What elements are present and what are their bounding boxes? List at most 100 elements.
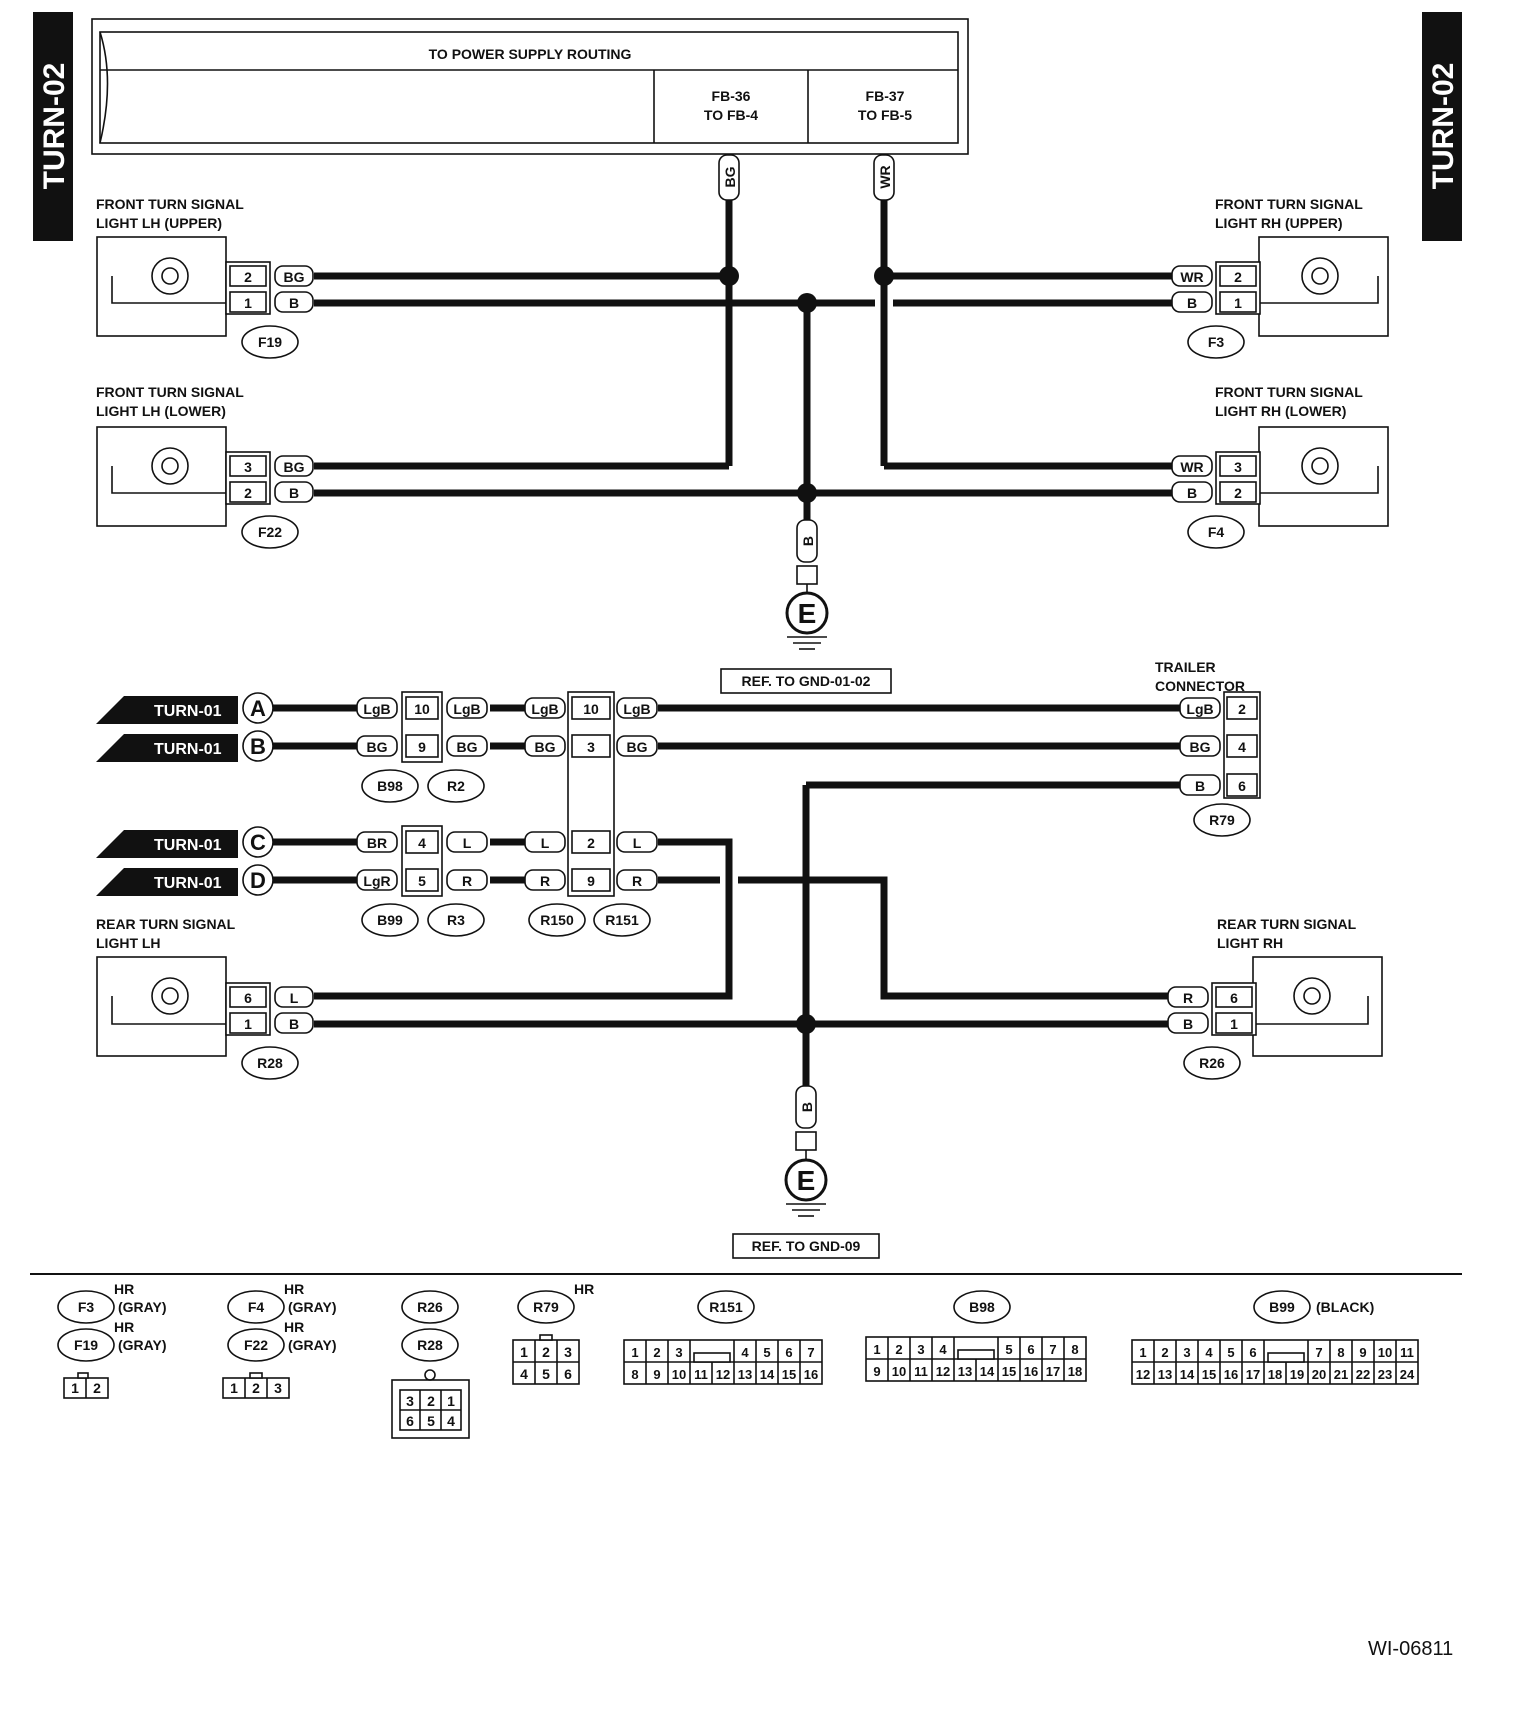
svg-text:1: 1 (244, 1016, 252, 1032)
pin-number: 4 (741, 1345, 749, 1360)
pin-number: 23 (1378, 1367, 1392, 1382)
pin-number: 10 (892, 1364, 906, 1379)
svg-text:FRONT TURN SIGNAL: FRONT TURN SIGNAL (96, 384, 244, 400)
pin-number: 4 (1205, 1345, 1213, 1360)
svg-text:BG: BG (284, 459, 305, 475)
pin-number: 8 (1071, 1342, 1078, 1357)
pin-number: 16 (804, 1367, 818, 1382)
svg-text:B: B (799, 1102, 815, 1112)
pin-number: 13 (958, 1364, 972, 1379)
svg-text:FRONT TURN SIGNAL: FRONT TURN SIGNAL (96, 196, 244, 212)
svg-text:R150: R150 (540, 912, 574, 928)
power-supply-routing-box: TO POWER SUPPLY ROUTING FB-36 TO FB-4 FB… (91, 18, 969, 155)
pin-number: 13 (1158, 1367, 1172, 1382)
rear-ground: B E REF. TO GND-09 (732, 1085, 880, 1259)
side-tab-right: TURN-02 (1422, 12, 1462, 241)
svg-text:3: 3 (406, 1393, 414, 1409)
pin-number: 5 (1227, 1345, 1234, 1360)
svg-text:LIGHT LH: LIGHT LH (96, 935, 161, 951)
svg-text:LIGHT LH (LOWER): LIGHT LH (LOWER) (96, 403, 226, 419)
svg-text:F4: F4 (248, 1299, 265, 1315)
svg-text:BG: BG (457, 739, 478, 755)
pin-number: 10 (672, 1367, 686, 1382)
svg-text:2: 2 (244, 269, 252, 285)
svg-text:5: 5 (427, 1413, 435, 1429)
svg-text:F3: F3 (1208, 334, 1225, 350)
svg-text:HR: HR (574, 1281, 594, 1297)
pin-number: 17 (1246, 1367, 1260, 1382)
svg-text:B: B (800, 536, 816, 546)
svg-text:3: 3 (244, 459, 252, 475)
svg-text:B: B (289, 485, 299, 501)
pin-number: 22 (1356, 1367, 1370, 1382)
svg-text:BG: BG (627, 739, 648, 755)
pin-number: 16 (1024, 1364, 1038, 1379)
svg-text:TURN-02: TURN-02 (1427, 63, 1460, 190)
pin-number: 18 (1068, 1364, 1082, 1379)
svg-text:TURN-02: TURN-02 (38, 63, 71, 190)
pin-number: 11 (1400, 1345, 1414, 1360)
connector-f19-tag (241, 325, 299, 359)
pin-number: 5 (1005, 1342, 1012, 1357)
svg-text:6: 6 (1230, 990, 1238, 1006)
svg-text:WR: WR (877, 165, 893, 188)
svg-text:BG: BG (1190, 739, 1211, 755)
rear-lh-lamp: REAR TURN SIGNAL LIGHT LH 6 1 L B R28 (96, 916, 314, 1080)
svg-text:LgB: LgB (363, 701, 390, 717)
svg-text:(GRAY): (GRAY) (118, 1337, 167, 1353)
svg-text:2: 2 (1234, 269, 1242, 285)
front-wiring (314, 200, 1172, 520)
svg-text:LIGHT RH (LOWER): LIGHT RH (LOWER) (1215, 403, 1346, 419)
pin-number: 2 (1161, 1345, 1168, 1360)
pin-number: 14 (760, 1367, 775, 1382)
svg-text:TURN-01: TURN-01 (154, 837, 222, 854)
svg-text:E: E (798, 598, 817, 629)
connector-r2-tag (427, 769, 485, 803)
svg-text:4: 4 (447, 1413, 455, 1429)
svg-text:(BLACK): (BLACK) (1316, 1299, 1374, 1315)
pin-number: 20 (1312, 1367, 1326, 1382)
svg-text:2: 2 (1234, 485, 1242, 501)
svg-text:1: 1 (447, 1393, 455, 1409)
svg-text:B99: B99 (1269, 1299, 1295, 1315)
pin-number: 17 (1046, 1364, 1060, 1379)
pin-number: 3 (917, 1342, 924, 1357)
svg-text:FRONT TURN SIGNAL: FRONT TURN SIGNAL (1215, 384, 1363, 400)
svg-text:LgR: LgR (363, 873, 390, 889)
svg-text:6: 6 (1238, 778, 1246, 794)
svg-text:LgB: LgB (623, 701, 650, 717)
fb37-to-label: TO FB-5 (858, 107, 912, 123)
svg-text:LIGHT RH: LIGHT RH (1217, 935, 1283, 951)
svg-text:F22: F22 (258, 524, 282, 540)
pin-number: 7 (1315, 1345, 1322, 1360)
front-lh-lower-lamp: FRONT TURN SIGNAL LIGHT LH (LOWER) 3 2 B… (96, 384, 314, 549)
svg-text:9: 9 (418, 739, 426, 755)
fb36-label: FB-36 (712, 88, 751, 104)
svg-text:LIGHT RH (UPPER): LIGHT RH (UPPER) (1215, 215, 1343, 231)
svg-text:WR: WR (1180, 459, 1203, 475)
svg-text:(GRAY): (GRAY) (118, 1299, 167, 1315)
svg-text:E: E (797, 1165, 816, 1196)
svg-text:BG: BG (284, 269, 305, 285)
svg-text:HR: HR (284, 1319, 304, 1335)
svg-text:BR: BR (367, 835, 387, 851)
svg-text:LgB: LgB (1186, 701, 1213, 717)
svg-text:HR: HR (114, 1319, 134, 1335)
pin-number: 12 (716, 1367, 730, 1382)
svg-text:TURN-01: TURN-01 (154, 741, 222, 758)
svg-text:9: 9 (587, 873, 595, 889)
connector-b99-tag (361, 903, 419, 937)
svg-text:4: 4 (418, 835, 426, 851)
pin-number: 24 (1400, 1367, 1415, 1382)
svg-text:L: L (633, 835, 642, 851)
front-lh-upper-lamp: FRONT TURN SIGNAL LIGHT LH (UPPER) 2 1 B… (96, 196, 314, 359)
svg-text:R79: R79 (1209, 812, 1235, 828)
svg-text:F4: F4 (1208, 524, 1225, 540)
svg-text:BG: BG (535, 739, 556, 755)
connector-r150-r151: LgB BG L R 10 3 2 9 LgB BG L R R150 R151 (524, 691, 658, 937)
svg-text:R28: R28 (257, 1055, 283, 1071)
svg-text:LgB: LgB (531, 701, 558, 717)
connector-b98-r2: LgB BG 10 9 LgB BG B98 R2 (356, 691, 488, 803)
svg-text:R26: R26 (417, 1299, 443, 1315)
